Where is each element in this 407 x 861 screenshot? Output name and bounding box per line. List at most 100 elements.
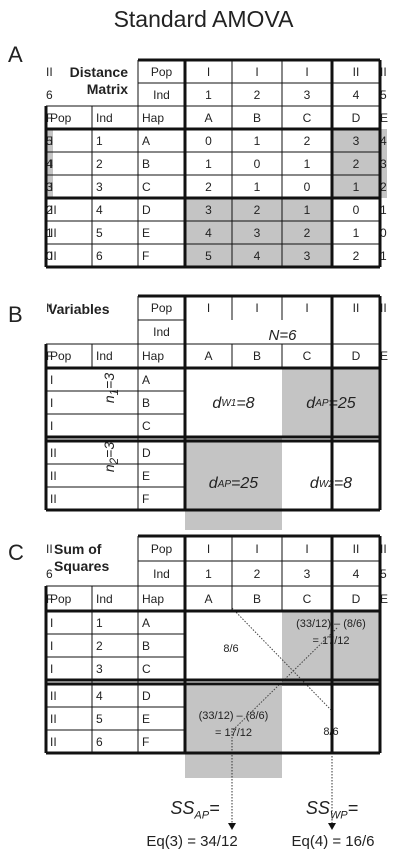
row-1-pop: I xyxy=(50,615,54,630)
row-3-ind: 3 xyxy=(96,179,103,194)
row-5-pop: II xyxy=(50,468,57,483)
ss-bl-calc: (33/12) – (8/6) = 17/12 xyxy=(185,708,282,742)
header-pop-4: II xyxy=(352,64,360,79)
ss-ap-label: SSAP= xyxy=(170,798,220,822)
ss-tl-value: 8/6 xyxy=(223,643,239,655)
row-3-pop: I xyxy=(50,661,54,676)
row-5-ind: 5 xyxy=(96,711,103,726)
row-1-hap: A xyxy=(142,615,151,630)
matrix-cell-2-5: 3 xyxy=(380,152,387,175)
panel-c-label: Sum of Squares xyxy=(54,541,138,575)
row-4-hap: D xyxy=(142,688,151,703)
header-hap-3: C xyxy=(302,349,312,363)
col-ind-label: Ind xyxy=(96,349,113,363)
row-2-hap: B xyxy=(142,395,151,410)
header-hap-2: B xyxy=(252,591,261,606)
header-pop-3: I xyxy=(305,301,309,315)
header-ind-2: 2 xyxy=(253,87,261,102)
panelB-grid xyxy=(44,294,382,512)
header-hap-4: D xyxy=(351,349,361,363)
header-pop-2: I xyxy=(255,301,259,315)
matrix-cell-3-6: 3 xyxy=(46,175,53,198)
matrix-cell-1-4: 3 xyxy=(332,129,380,152)
row-3-pop: I xyxy=(50,179,54,194)
header-hap-1: A xyxy=(204,349,213,363)
matrix-cell-4-1: 3 xyxy=(185,198,232,221)
col-ind-label: Ind xyxy=(96,110,113,125)
row-4-pop: II xyxy=(50,688,57,703)
panelC-grid xyxy=(44,534,382,755)
header-pop-1: I xyxy=(206,541,211,556)
matrix-cell-5-5: 0 xyxy=(380,225,387,240)
matrix-cell-4-4: 0 xyxy=(352,202,360,217)
matrix-cell-1-2: 1 xyxy=(253,133,261,148)
panel-c-label-line2: Squares xyxy=(54,558,110,574)
header-hap-6: F xyxy=(46,591,54,606)
matrix-cell-1-6: 5 xyxy=(46,129,53,152)
header-ind-6: 6 xyxy=(46,87,53,102)
row-4-ind: 4 xyxy=(96,688,103,703)
matrix-cell-3-3: 0 xyxy=(303,179,311,194)
row-6-ind: 6 xyxy=(96,734,103,749)
panel-c-letter: C xyxy=(8,540,24,565)
row-1-pop: I xyxy=(50,133,54,148)
matrix-cell-2-6: 4 xyxy=(46,152,53,175)
panel-c-label-line1: Sum of xyxy=(54,541,102,557)
row-4-ind: 4 xyxy=(96,202,103,217)
panel-a-letter: A xyxy=(8,42,23,67)
header-ind-3: 3 xyxy=(303,566,311,581)
panel-a-label-line1: Distance xyxy=(69,64,128,80)
matrix-cell-6-3: 3 xyxy=(282,244,332,267)
header-hap-5: E xyxy=(380,110,389,125)
header-pop-5: II xyxy=(380,541,387,556)
row-3-ind: 3 xyxy=(96,661,103,676)
col-ind-label: Ind xyxy=(96,591,113,606)
panel-a-label: Distance Matrix xyxy=(54,64,128,98)
eq4-result: Eq(4) = 16/6 xyxy=(291,833,375,850)
matrix-cell-1-5: 4 xyxy=(380,129,387,152)
header-ind-2: 2 xyxy=(253,566,261,581)
ss-bl-line1: (33/12) – (8/6) xyxy=(198,710,269,722)
header-ind-1: 1 xyxy=(205,87,212,102)
matrix-cell-6-5: 1 xyxy=(380,248,387,263)
row-2-pop: I xyxy=(50,395,54,410)
row-6-pop: II xyxy=(50,734,57,749)
header-pop-4: II xyxy=(352,541,360,556)
header-pop-label: Pop xyxy=(150,301,173,315)
matrix-cell-6-2: 4 xyxy=(232,244,282,267)
header-hap-3: C xyxy=(302,110,312,125)
row-6-ind: 6 xyxy=(96,248,103,263)
matrix-cell-3-4: 1 xyxy=(332,175,380,198)
row-6-hap: F xyxy=(142,248,150,263)
panelA-grid xyxy=(44,58,382,269)
header-hap-2: B xyxy=(252,110,261,125)
row-5-pop: II xyxy=(50,225,57,240)
header-pop-6: II xyxy=(46,301,53,315)
header-hap-1: A xyxy=(204,591,213,606)
matrix-cell-4-5: 1 xyxy=(380,202,387,217)
row-5-ind: 5 xyxy=(96,225,103,240)
row-2-ind: 2 xyxy=(96,156,103,171)
header-hap-3: C xyxy=(302,591,312,606)
row-1-ind: 1 xyxy=(96,615,103,630)
panel-b-letter: B xyxy=(8,302,23,327)
matrix-cell-5-6: 1 xyxy=(46,225,53,240)
matrix-cell-2-1: 1 xyxy=(205,156,212,171)
row-1-hap: A xyxy=(142,133,151,148)
eq3-result: Eq(3) = 34/12 xyxy=(146,833,238,850)
header-pop-3: I xyxy=(305,64,309,79)
row-4-hap: D xyxy=(142,445,151,460)
matrix-cell-4-2: 2 xyxy=(232,198,282,221)
row-4-hap: D xyxy=(142,202,151,217)
row-5-pop: II xyxy=(50,711,57,726)
matrix-cell-5-3: 2 xyxy=(282,221,332,244)
matrix-cell-5-1: 4 xyxy=(185,221,232,244)
header-hap-5: E xyxy=(380,591,389,606)
row-2-hap: B xyxy=(142,156,151,171)
header-hap-6: F xyxy=(46,110,54,125)
header-pop-label: Pop xyxy=(150,541,173,556)
panel-b-label: Variables xyxy=(48,301,110,317)
header-hap-5: E xyxy=(380,349,389,363)
